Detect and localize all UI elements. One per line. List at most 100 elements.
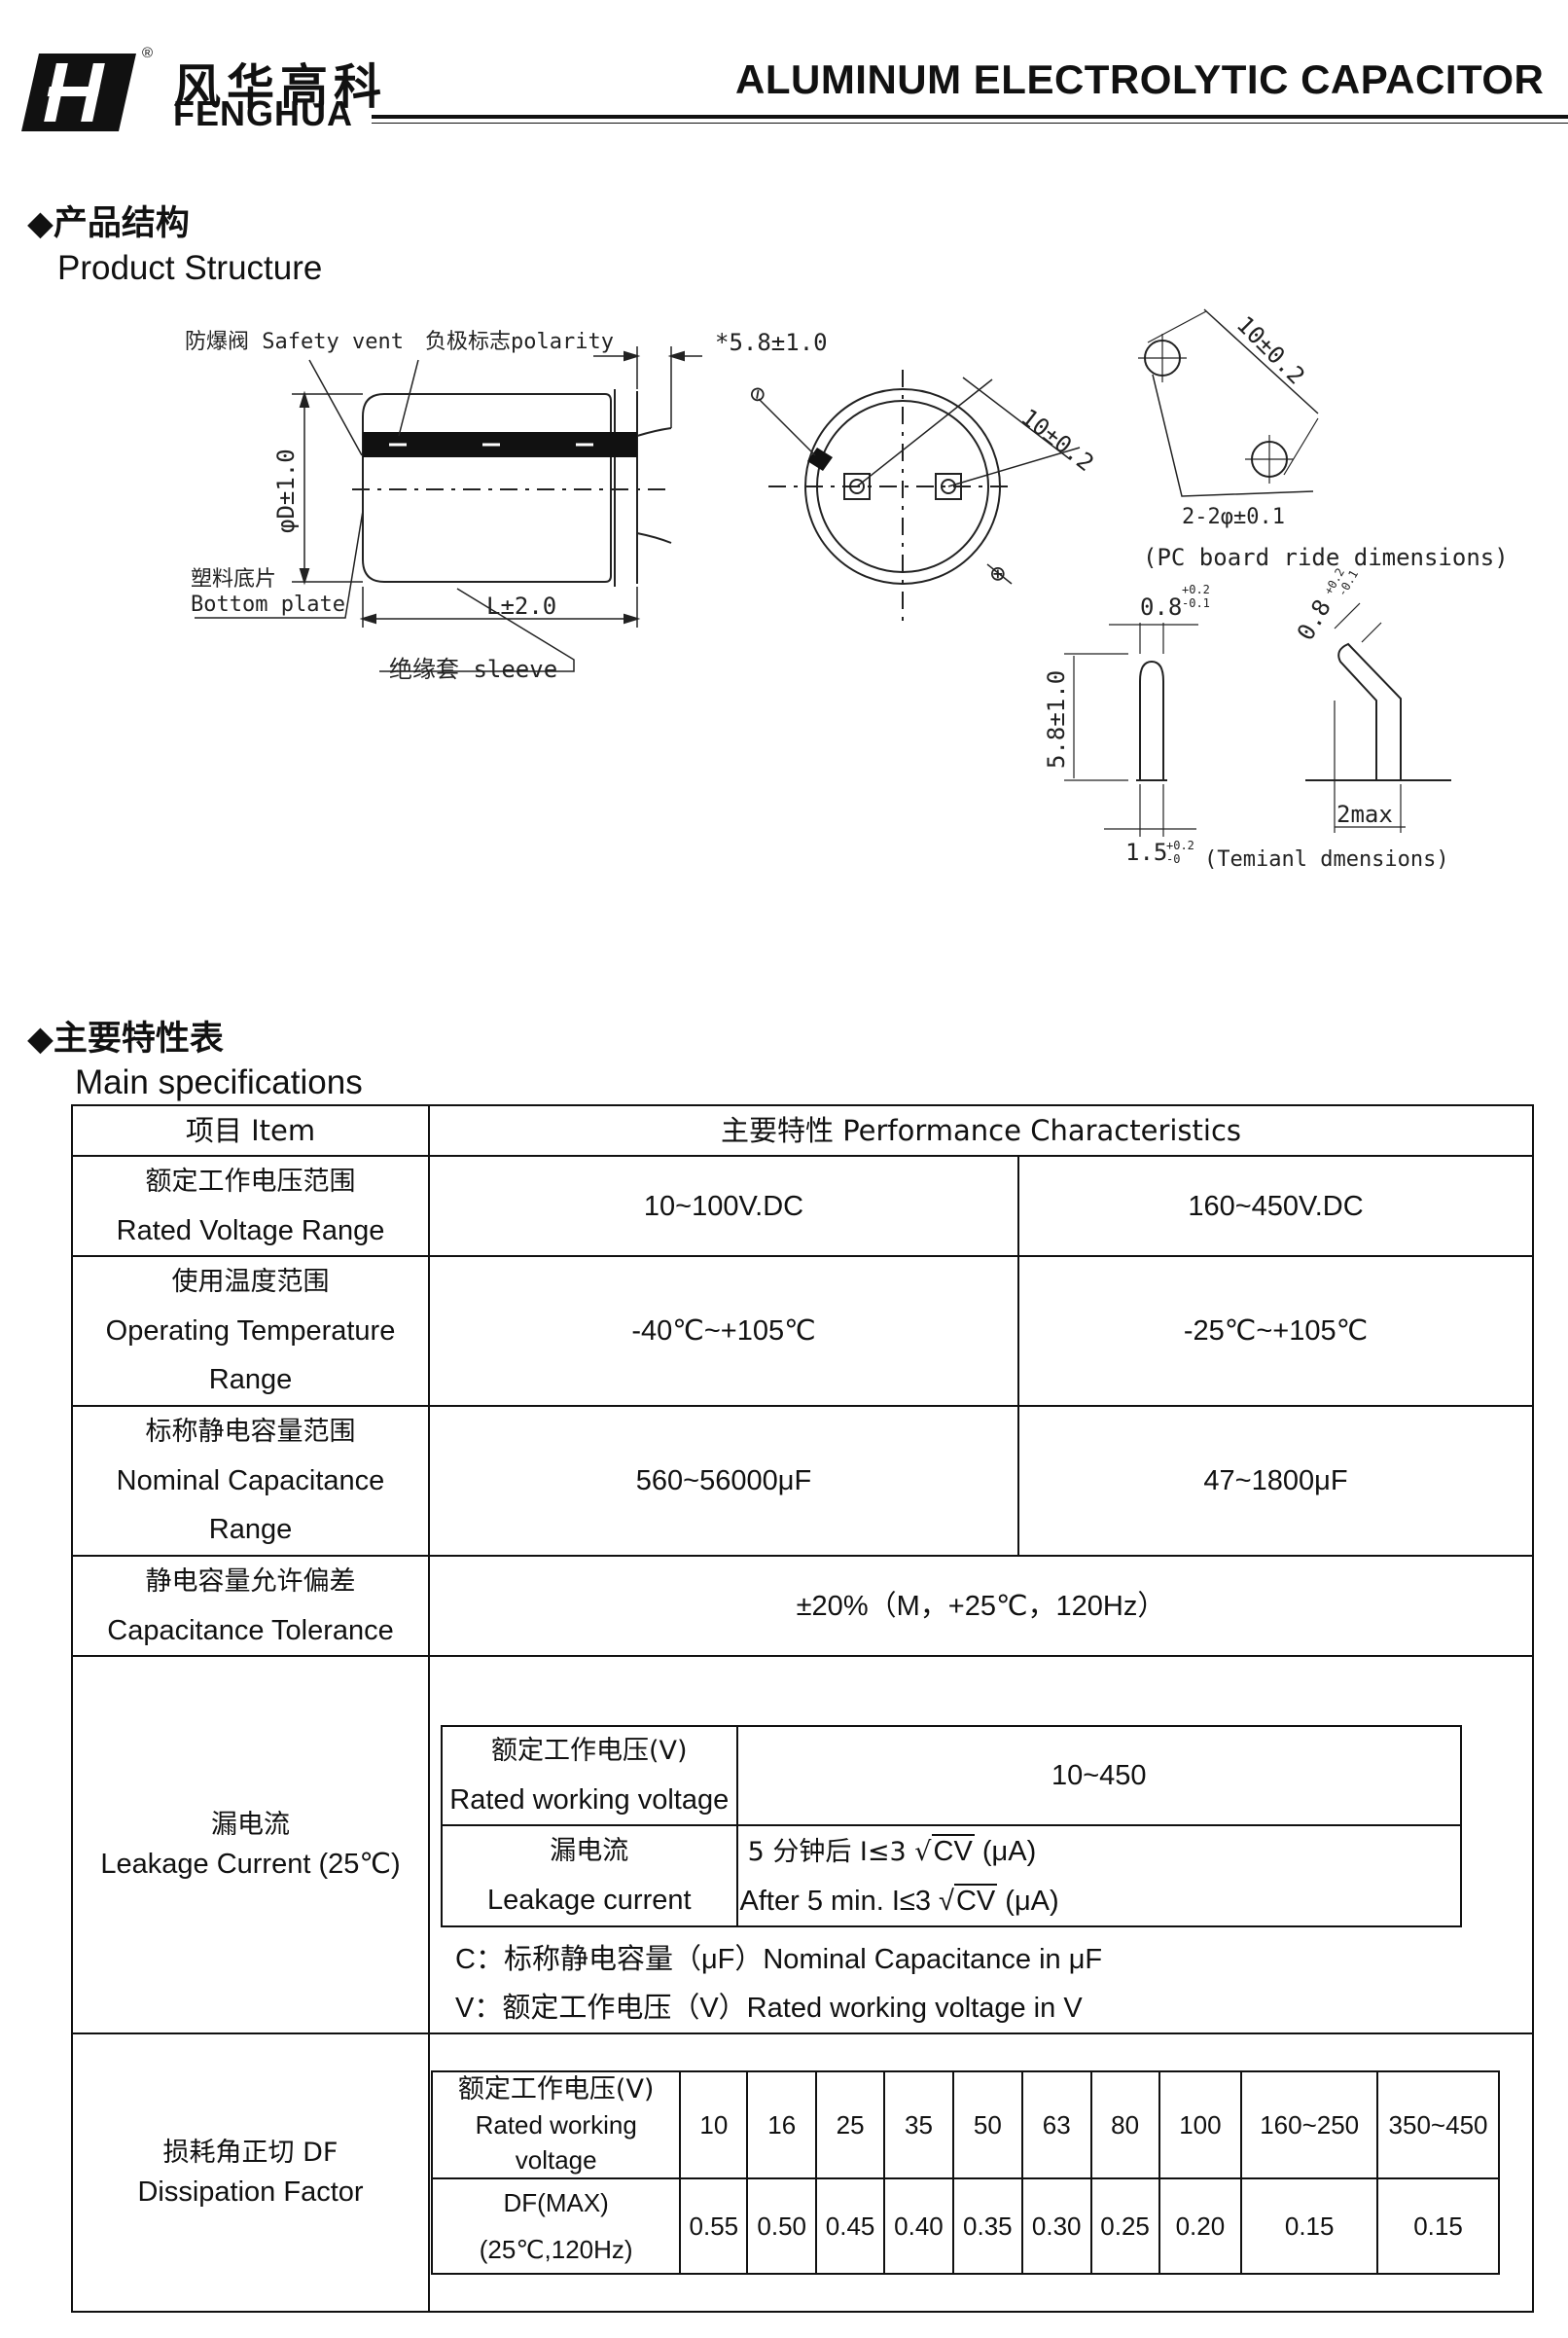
lc-voltage-value: 10~450 xyxy=(735,1725,1463,1826)
pin-width-label: 0.8 xyxy=(1140,593,1182,621)
leakage-content: 额定工作电压(V) Rated working voltage 10~450 漏… xyxy=(428,1655,1534,2033)
fenghua-logo-icon xyxy=(21,54,136,131)
leakage-label: 漏电流 Leakage Current (25℃) xyxy=(71,1655,430,2034)
df-voltage-cell: 25 xyxy=(815,2070,886,2179)
rated-voltage-high: 160~450V.DC xyxy=(1017,1155,1534,1257)
minus-icon: ⊖ xyxy=(742,384,773,405)
bent-max-label: 2max xyxy=(1336,801,1393,828)
tolerance-label: 静电容量允许偏差 Capacitance Tolerance xyxy=(71,1555,430,1657)
tolerance-value: ±20%（M，+25℃，120Hz） xyxy=(428,1555,1534,1657)
df-inner-table: 额定工作电压(V) Rated working voltage 10 16 25… xyxy=(430,2070,1500,2275)
bent-width-label: 0.8 xyxy=(1292,594,1336,645)
length-label: L±2.0 xyxy=(486,593,556,620)
brand-name-en: FENGHUA xyxy=(173,93,353,133)
structure-heading-en: Product Structure xyxy=(57,249,323,287)
rated-voltage-cn: 额定工作电压范围 xyxy=(145,1166,356,1197)
leakage-cn: 漏电流 xyxy=(211,1810,290,1840)
lead-length-label: *5.8±1.0 xyxy=(715,329,828,356)
lc-voltage-en: Rated working voltage xyxy=(449,1784,730,1816)
df-max-label: DF(MAX) (25℃,120Hz) xyxy=(430,2177,682,2275)
pcb-hole-drawing xyxy=(1138,308,1319,497)
temperature-low: -40℃~+105℃ xyxy=(428,1255,1019,1407)
spec-heading-cn: ◆主要特性表 xyxy=(27,1020,224,1059)
lc-formula: 5 分钟后 I≤3 √CV (μA) After 5 min. I≤3 √CV … xyxy=(735,1824,1463,1927)
rated-voltage-en: Rated Voltage Range xyxy=(116,1214,385,1246)
temperature-cn: 使用温度范围 xyxy=(171,1267,330,1297)
rated-voltage-label: 额定工作电压范围 Rated Voltage Range xyxy=(71,1155,430,1257)
brand-name-cn: 风华高科 xyxy=(173,59,388,115)
tolerance-cn: 静电容量允许偏差 xyxy=(145,1565,356,1597)
df-voltage-cell: 160~250 xyxy=(1240,2070,1379,2179)
temperature-label: 使用温度范围 Operating Temperature Range xyxy=(71,1255,430,1407)
pitch-pcb-label: 10±0.2 xyxy=(1231,310,1310,389)
pcb-caption: (PC board ride dimensions) xyxy=(1143,544,1509,571)
df-voltage-cell: 35 xyxy=(883,2070,954,2179)
pin-height-label: 5.8±1.0 xyxy=(1043,670,1070,769)
header-divider-thin xyxy=(372,123,1568,124)
table-header-row: 项目 Item 主要特性 Performance Characteristics xyxy=(71,1104,1534,1157)
df-value-cell: 0.25 xyxy=(1089,2177,1160,2275)
df-value-cell: 0.30 xyxy=(1020,2177,1092,2275)
df-value-cell: 0.20 xyxy=(1158,2177,1243,2275)
lc-voltage-cn: 额定工作电压(V) xyxy=(490,1736,688,1766)
df-voltage-cell: 80 xyxy=(1089,2070,1160,2179)
pin-base-label: 1.5 xyxy=(1125,839,1167,866)
tolerance-en: Capacitance Tolerance xyxy=(107,1614,394,1646)
terminal-bent-pin-drawing xyxy=(1305,602,1451,833)
sleeve-label: 绝缘套 sleeve xyxy=(389,656,557,683)
leakage-inner-table: 额定工作电压(V) Rated working voltage 10~450 漏… xyxy=(441,1725,1463,1927)
df-voltage-cell: 100 xyxy=(1158,2070,1243,2179)
bottom-plate-cn-label: 塑料底片 xyxy=(191,567,276,592)
temperature-high: -25℃~+105℃ xyxy=(1017,1255,1534,1407)
df-cn: 损耗角正切 DF xyxy=(162,2138,339,2168)
capacitor-top-view xyxy=(758,370,1081,623)
leakage-note-c: C：标称静电容量（μF）Nominal Capacitance in μF xyxy=(455,1944,1103,1975)
df-voltage-cell: 16 xyxy=(746,2070,818,2179)
table-row: 静电容量允许偏差 Capacitance Tolerance ±20%（M，+2… xyxy=(71,1555,1534,1657)
table-row: 额定工作电压范围 Rated Voltage Range 10~100V.DC … xyxy=(71,1155,1534,1257)
header-item: 项目 Item xyxy=(71,1104,430,1157)
capacitance-cn: 标称静电容量范围 xyxy=(145,1417,356,1447)
df-value-cell: 0.15 xyxy=(1240,2177,1379,2275)
terminal-caption: (Temianl dmensions) xyxy=(1204,847,1449,872)
df-voltage-cell: 10 xyxy=(679,2070,749,2179)
plus-icon: ⊕ xyxy=(990,559,1006,589)
df-voltage-cell: 350~450 xyxy=(1376,2070,1500,2179)
df-voltage-cell: 63 xyxy=(1020,2070,1092,2179)
pitch-top-label: 10±0.2 xyxy=(1016,404,1099,477)
diameter-label: φD±1.0 xyxy=(272,449,300,533)
lc-voltage-label: 额定工作电压(V) Rated working voltage xyxy=(441,1725,738,1826)
table-row: 使用温度范围 Operating Temperature Range -40℃~… xyxy=(71,1255,1534,1407)
df-value-cell: 0.50 xyxy=(746,2177,818,2275)
df-value-cell: 0.55 xyxy=(679,2177,749,2275)
df-value-cell: 0.15 xyxy=(1376,2177,1500,2275)
lc-formula-en: After 5 min. I≤3 √CV (μA) xyxy=(739,1883,1059,1917)
rated-voltage-low: 10~100V.DC xyxy=(428,1155,1019,1257)
df-max-title: DF(MAX) xyxy=(503,2188,609,2217)
table-row: 标称静电容量范围 Nominal Capacitance Range 560~5… xyxy=(71,1405,1534,1557)
df-value-cell: 0.35 xyxy=(951,2177,1023,2275)
document-title: ALUMINUM ELECTROLYTIC CAPACITOR xyxy=(735,56,1545,102)
pin-base-tol-plus: +0.2 xyxy=(1166,839,1194,852)
df-value-cell: 0.40 xyxy=(883,2177,954,2275)
temperature-en1: Operating Temperature xyxy=(105,1315,396,1347)
df-value-cell: 0.45 xyxy=(815,2177,886,2275)
terminal-pin-drawing xyxy=(1064,623,1198,837)
df-voltage-cell: 50 xyxy=(951,2070,1023,2179)
lc-current-en: Leakage current xyxy=(486,1885,692,1916)
df-label: 损耗角正切 DF Dissipation Factor xyxy=(71,2032,430,2313)
leakage-note-v: V：额定工作电压（V）Rated working voltage in V xyxy=(455,1993,1083,2024)
header-divider xyxy=(372,115,1568,119)
capacitance-en1: Nominal Capacitance xyxy=(116,1465,385,1496)
lc-current-cn: 漏电流 xyxy=(550,1836,629,1866)
structure-heading-cn: ◆产品结构 xyxy=(27,204,190,243)
capacitor-side-view xyxy=(195,346,702,672)
bottom-plate-en-label: Bottom plate xyxy=(191,593,345,617)
hole-label: 2-2φ±0.1 xyxy=(1182,505,1285,529)
df-en: Dissipation Factor xyxy=(137,2176,364,2208)
df-voltage-en: Rated working voltage xyxy=(475,2110,637,2175)
spec-table: 项目 Item 主要特性 Performance Characteristics… xyxy=(71,1104,1534,2313)
polarity-label: 负极标志polarity xyxy=(425,330,614,354)
table-row: 漏电流 Leakage Current (25℃) 额定工作电压(V) Rate… xyxy=(71,1655,1534,2034)
spec-heading-en: Main specifications xyxy=(75,1063,363,1101)
